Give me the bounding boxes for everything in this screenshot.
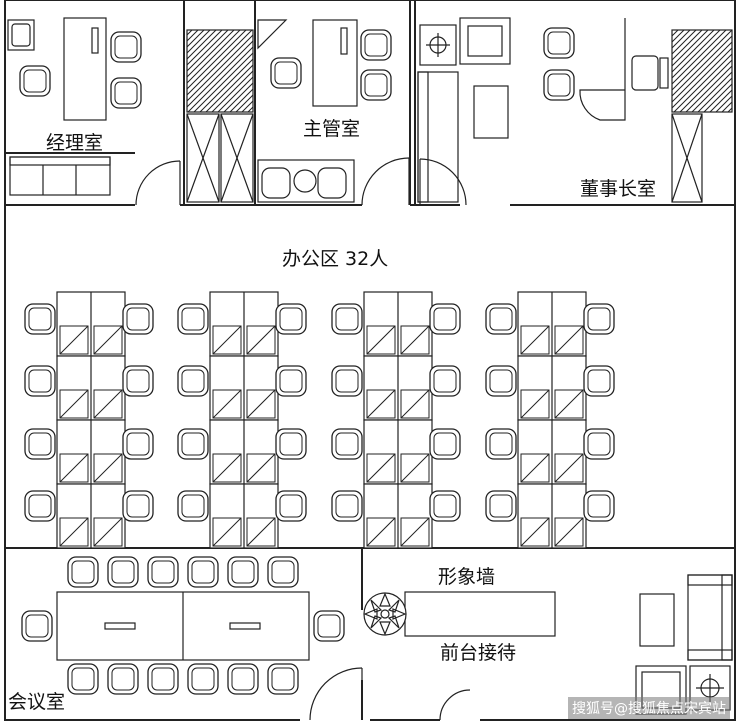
manager-room: [7, 17, 181, 206]
room-label-reception: 前台接待: [440, 642, 517, 664]
room-label-manager: 经理室: [46, 132, 104, 154]
workstation-cluster-3: [331, 291, 461, 549]
room-label-meeting: 会议室: [8, 691, 66, 713]
label-brand-wall: 形象墙: [438, 566, 496, 588]
room-label-supervisor: 主管室: [303, 118, 361, 140]
supervisor-room: [257, 19, 410, 206]
workstation-cluster-1: [24, 291, 154, 549]
workstations: [24, 291, 615, 549]
room-label-chairman: 董事长室: [580, 178, 657, 200]
watermark: 搜狐号@搜狐焦点宋宾站: [568, 697, 730, 719]
room-label-office: 办公区 32人: [282, 248, 389, 270]
workstation-cluster-2: [177, 291, 307, 549]
cabinets: [186, 29, 733, 203]
chairman-room: [417, 17, 669, 206]
workstation-cluster-4: [485, 291, 615, 549]
meeting-room: [21, 556, 363, 721]
